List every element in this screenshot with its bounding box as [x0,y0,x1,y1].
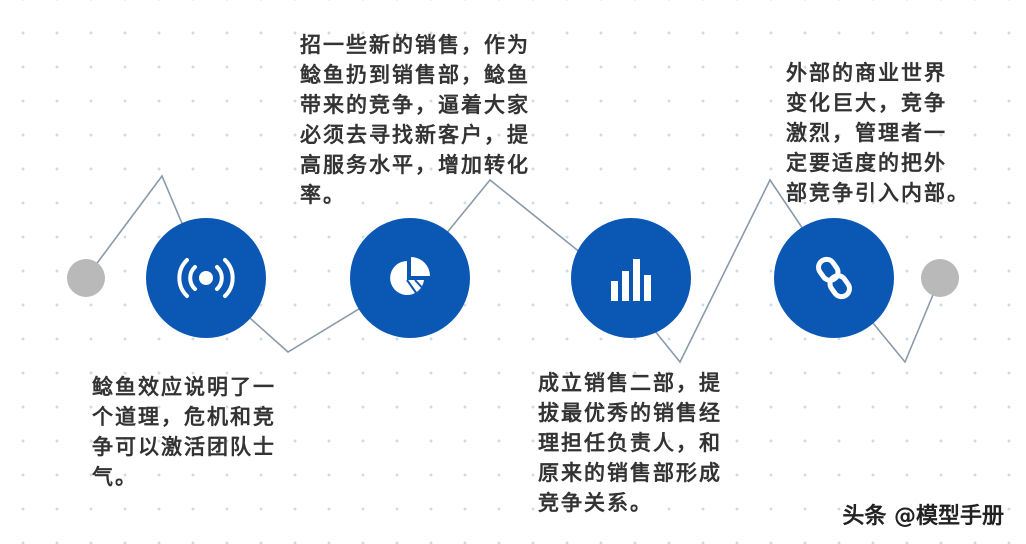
step-2-circle [350,218,470,338]
start-endpoint [67,259,105,297]
step-1-circle [146,218,266,338]
step-3-text: 成立销售二部，提 拔最优秀的销售经 理担任负责人，和 原来的销售部形成 竞争关系… [538,370,722,515]
bar-chart-icon [609,253,653,303]
step-3-circle [571,218,691,338]
pie-chart-icon [385,253,435,303]
step-1-text: 鲶鱼效应说明了一 个道理，危机和竞 争可以激活团队士 气。 [92,374,276,489]
broadcast-icon [176,256,236,300]
link-icon [809,253,859,303]
step-2-text: 招一些新的销售，作为 鲶鱼扔到销售部，鲶鱼 带来的竞争，逼着大家 必须去寻找新客… [300,32,530,207]
end-endpoint [921,259,959,297]
step-4-circle [774,218,894,338]
step-4-text: 外部的商业世界 变化巨大，竞争 激烈，管理者一 定要适度的把外 部竞争引入内部。 [786,60,970,205]
watermark: 头条 @模型手册 [842,504,1004,529]
